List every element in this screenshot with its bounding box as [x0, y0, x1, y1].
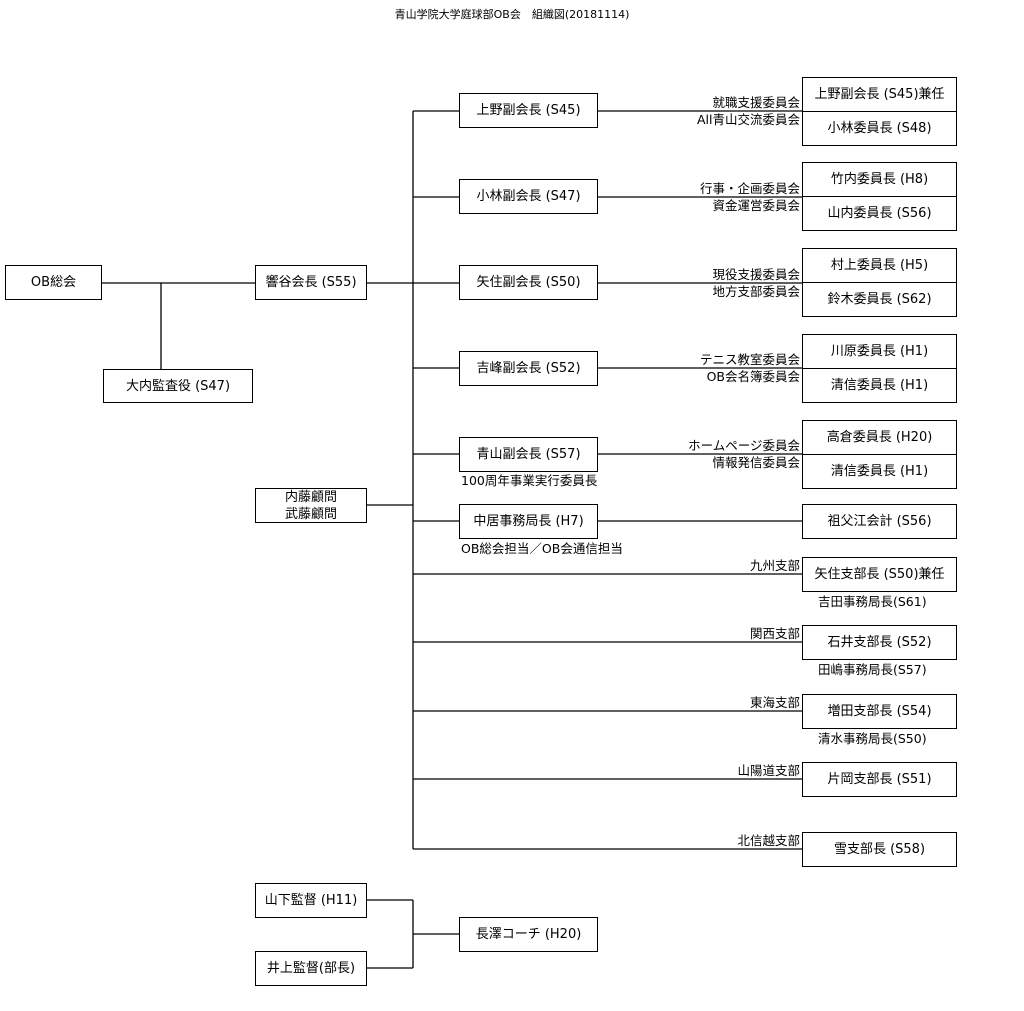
branch-label: 九州支部 — [749, 558, 800, 573]
advisor-name: 内藤顧問 — [284, 489, 337, 505]
auditor-box: 大内監査役 (S47) — [103, 369, 253, 403]
vice-president-box: 矢住副会長 (S50) — [459, 265, 598, 300]
branch-head-box: 矢住支部長 (S50)兼任 — [802, 557, 957, 592]
vice-president-box: 吉峰副会長 (S52) — [459, 351, 598, 386]
branch-head-box: 片岡支部長 (S51) — [802, 762, 957, 797]
committee-chair-box: 清信委員長 (H1) — [802, 454, 957, 489]
committee-chair-box: 高倉委員長 (H20) — [802, 420, 957, 455]
president-box: 響谷会長 (S55) — [255, 265, 367, 300]
committee-chair-box: 川原委員長 (H1) — [802, 334, 957, 369]
page-title: 青山学院大学庭球部OB会 組織図(20181114) — [394, 8, 630, 21]
manager-box: 山下監督 (H11) — [255, 883, 367, 918]
branch-label: 東海支部 — [749, 695, 800, 710]
branch-head-box: 石井支部長 (S52) — [802, 625, 957, 660]
committee-label: OB会名簿委員会 — [706, 369, 800, 384]
advisor-name: 武藤顧問 — [284, 506, 337, 522]
committee-chair-box: 山内委員長 (S56) — [802, 196, 957, 231]
advisors-box: 内藤顧問 武藤顧問 — [255, 488, 367, 523]
vice-president-box: 青山副会長 (S57) — [459, 437, 598, 472]
committee-label: 資金運営委員会 — [712, 198, 800, 213]
vice-president-box: 上野副会長 (S45) — [459, 93, 598, 128]
secretary-general-note: OB総会担当／OB会通信担当 — [461, 541, 623, 556]
committee-label: 行事・企画委員会 — [699, 181, 800, 196]
committee-label: 地方支部委員会 — [712, 284, 800, 299]
committee-chair-box: 村上委員長 (H5) — [802, 248, 957, 283]
committee-label: All青山交流委員会 — [697, 112, 800, 127]
secretary-general-box: 中居事務局長 (H7) — [459, 504, 598, 539]
ob-general-meeting-box: OB総会 — [5, 265, 102, 300]
branch-head-box: 増田支部長 (S54) — [802, 694, 957, 729]
branch-label: 北信越支部 — [737, 833, 800, 848]
committee-chair-box: 竹内委員長 (H8) — [802, 162, 957, 197]
branch-secretary: 清水事務局長(S50) — [818, 731, 927, 746]
committee-label: 就職支援委員会 — [712, 95, 800, 110]
branch-head-box: 雪支部長 (S58) — [802, 832, 957, 867]
vice-president-note: 100周年事業実行委員長 — [461, 473, 598, 488]
vice-president-box: 小林副会長 (S47) — [459, 179, 598, 214]
branch-secretary: 田嶋事務局長(S57) — [818, 662, 927, 677]
branch-secretary: 吉田事務局長(S61) — [818, 594, 927, 609]
committee-label: テニス教室委員会 — [699, 352, 800, 367]
branch-label: 山陽道支部 — [737, 763, 800, 778]
accountant-box: 祖父江会計 (S56) — [802, 504, 957, 539]
committee-label: ホームページ委員会 — [688, 438, 800, 453]
branch-label: 関西支部 — [749, 626, 800, 641]
coach-box: 長澤コーチ (H20) — [459, 917, 598, 952]
committee-chair-box: 上野副会長 (S45)兼任 — [802, 77, 957, 112]
committee-label: 現役支援委員会 — [712, 267, 800, 282]
committee-chair-box: 鈴木委員長 (S62) — [802, 282, 957, 317]
committee-chair-box: 清信委員長 (H1) — [802, 368, 957, 403]
committee-chair-box: 小林委員長 (S48) — [802, 111, 957, 146]
committee-label: 情報発信委員会 — [712, 455, 800, 470]
manager-box: 井上監督(部長) — [255, 951, 367, 986]
